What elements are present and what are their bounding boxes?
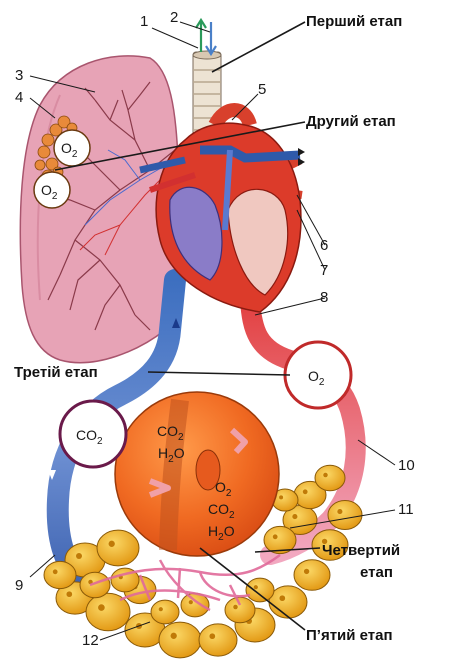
fat-cell <box>328 501 362 530</box>
fat-cell <box>151 600 179 624</box>
stage-first: Перший етап <box>306 13 402 30</box>
fat-cell-nucleus <box>189 600 193 604</box>
label-1: 1 <box>140 13 148 30</box>
fat-cell <box>315 465 345 491</box>
o2-bubble-lung-1: O2 <box>54 130 90 166</box>
fat-cell-nucleus <box>279 595 285 601</box>
fat-cell-nucleus <box>337 509 342 514</box>
fat-cell-nucleus <box>233 605 238 610</box>
fat-cell-nucleus <box>209 633 215 639</box>
fat-cell-nucleus <box>273 534 278 539</box>
fat-cell <box>199 624 237 656</box>
label-8: 8 <box>320 289 328 306</box>
fat-cell <box>246 578 274 602</box>
label-9: 9 <box>15 577 23 594</box>
fat-cell-nucleus <box>304 569 309 574</box>
label-11: 11 <box>398 501 414 518</box>
label-4: 4 <box>15 89 23 106</box>
stage-second: Другий етап <box>306 113 396 130</box>
fat-cell-nucleus <box>109 541 115 547</box>
stage-fourth-line1: Четвертий <box>322 542 400 559</box>
stage-third: Третій етап <box>14 364 98 381</box>
fat-cell-nucleus <box>292 514 297 519</box>
o2-bubble-lung-2: O2 <box>34 172 70 208</box>
fat-cell-nucleus <box>98 604 105 611</box>
label-3: 3 <box>15 67 23 84</box>
co2-bubble: CO2 <box>60 401 126 467</box>
fat-cell <box>225 597 255 623</box>
label-10: 10 <box>398 457 415 474</box>
fat-cell-nucleus <box>53 569 58 574</box>
label-2: 2 <box>170 9 178 26</box>
fat-cell-nucleus <box>66 591 72 597</box>
label-12: 12 <box>82 632 99 649</box>
airflow-arrows <box>196 20 216 54</box>
fat-cell <box>97 530 139 566</box>
fat-cell-nucleus <box>303 489 308 494</box>
fat-cell <box>80 572 110 598</box>
fat-cell-nucleus <box>159 607 163 611</box>
stage-fifth: П’ятий етап <box>306 627 393 644</box>
fat-cell <box>294 560 330 591</box>
stage-fourth-line2: етап <box>360 564 393 581</box>
label-7: 7 <box>320 262 328 279</box>
fat-cell <box>44 561 76 588</box>
fat-cell-nucleus <box>76 553 82 559</box>
fat-cell <box>269 586 307 618</box>
o2-bubble-blood: O2 <box>285 342 351 408</box>
tissue-cell <box>115 392 279 556</box>
fat-cell-nucleus <box>171 633 177 639</box>
fat-cell <box>159 622 201 658</box>
fat-cell-nucleus <box>323 473 328 478</box>
fat-cell-nucleus <box>279 495 283 499</box>
label-5: 5 <box>258 81 266 98</box>
fat-cell-nucleus <box>254 585 258 589</box>
label-6: 6 <box>320 237 328 254</box>
